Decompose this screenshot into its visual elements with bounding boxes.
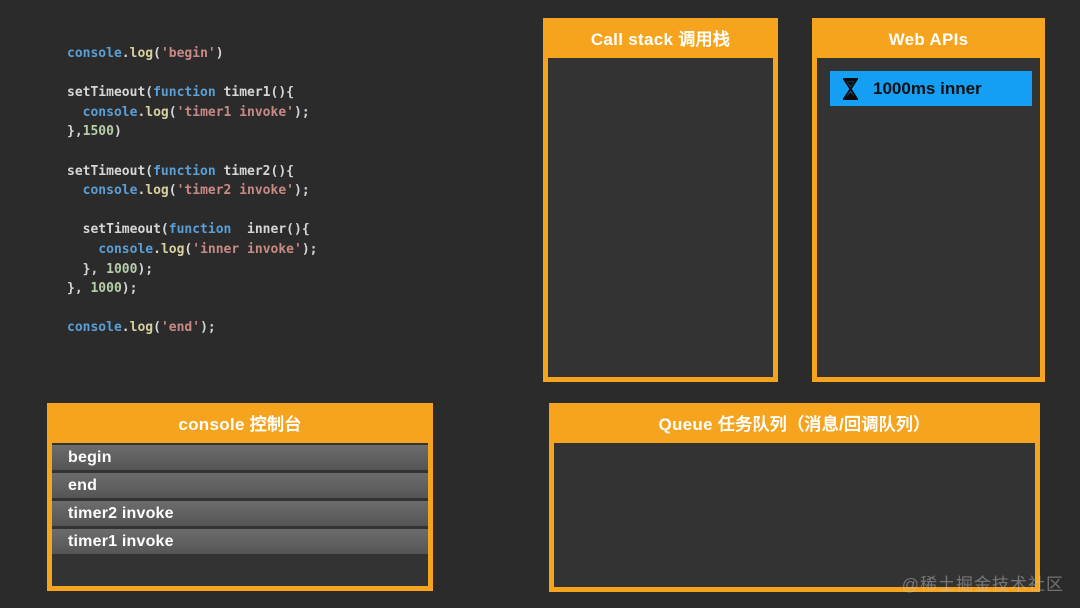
call-stack-title: Call stack 调用栈 xyxy=(548,23,773,58)
queue-title: Queue 任务队列（消息/回调队列） xyxy=(554,408,1035,443)
code-token: . xyxy=(153,241,161,257)
code-token: ); xyxy=(294,183,310,199)
code-line xyxy=(67,64,317,84)
code-token: console xyxy=(82,104,138,120)
code-token: 'timer1 invoke' xyxy=(176,104,294,120)
code-token: ) xyxy=(215,46,224,61)
console-log-row: timer1 invoke xyxy=(52,529,428,554)
code-token: ); xyxy=(121,281,138,297)
code-token xyxy=(67,242,98,257)
code-line: }, 1000); xyxy=(67,260,317,280)
code-line: },1500) xyxy=(67,122,317,142)
code-token: }, xyxy=(67,124,83,140)
code-token: function xyxy=(153,163,216,179)
console-rows: begin end timer2 invoke timer1 invoke xyxy=(52,443,428,554)
code-line: setTimeout(function timer2(){ xyxy=(67,162,317,182)
code-line: setTimeout(function inner(){ xyxy=(67,220,317,240)
code-token: 1000 xyxy=(106,261,138,277)
console-panel: console 控制台 begin end timer2 invoke timer1 … xyxy=(47,403,433,591)
console-title: console 控制台 xyxy=(52,408,428,443)
code-token: }, xyxy=(67,261,107,277)
code-line: console.log('begin') xyxy=(67,44,317,64)
code-token: log xyxy=(129,46,154,61)
code-token: log xyxy=(145,104,169,120)
code-token: 'begin' xyxy=(160,46,216,61)
code-token: ( xyxy=(184,241,193,257)
code-token: setTimeout( xyxy=(67,85,154,101)
code-line: console.log('timer2 invoke'); xyxy=(67,181,317,201)
web-apis-title: Web APIs xyxy=(817,23,1040,58)
code-token: ( xyxy=(168,183,177,199)
code-line: setTimeout(function timer1(){ xyxy=(67,83,317,103)
code-token: inner(){ xyxy=(231,222,310,238)
code-line: console.log('timer1 invoke'); xyxy=(67,103,317,123)
code-token xyxy=(67,183,83,198)
web-apis-body: 1000ms inner xyxy=(817,71,1040,106)
console-log-row: begin xyxy=(52,445,428,470)
queue-panel: Queue 任务队列（消息/回调队列） xyxy=(549,403,1040,592)
code-token: ( xyxy=(153,46,161,61)
code-token: setTimeout( xyxy=(67,163,154,179)
code-token: ); xyxy=(301,241,318,257)
code-token: setTimeout( xyxy=(67,222,169,238)
code-token: log xyxy=(160,241,185,257)
code-token: ); xyxy=(200,320,216,336)
code-token xyxy=(67,105,83,120)
code-line xyxy=(67,299,317,319)
code-token: ); xyxy=(294,104,310,120)
code-token: console xyxy=(98,241,154,257)
code-token: 'timer2 invoke' xyxy=(176,183,294,199)
code-line: }, 1000); xyxy=(67,279,317,299)
code-line: console.log('end'); xyxy=(67,318,317,338)
code-block: console.log('begin') setTimeout(function… xyxy=(67,44,317,338)
code-token: console xyxy=(67,46,122,61)
code-token: console xyxy=(82,183,138,199)
code-token: . xyxy=(137,104,146,120)
code-token: . xyxy=(137,183,146,199)
code-token: ) xyxy=(113,124,122,140)
watermark: @稀土掘金技术社区 xyxy=(901,575,1064,594)
code-token: 'end' xyxy=(160,320,201,336)
code-token: log xyxy=(129,320,154,336)
code-token: . xyxy=(121,320,130,336)
code-token: }, xyxy=(67,281,91,297)
code-token: 1000 xyxy=(90,281,122,297)
code-token: function xyxy=(168,222,232,238)
code-token: 'inner invoke' xyxy=(192,241,302,257)
code-token: log xyxy=(145,183,169,199)
code-token: ( xyxy=(153,320,161,336)
code-token: timer1(){ xyxy=(215,85,294,101)
code-token: 1500 xyxy=(82,124,114,140)
call-stack-panel: Call stack 调用栈 xyxy=(543,18,778,382)
web-apis-panel: Web APIs 1000ms inner xyxy=(812,18,1045,382)
code-token: . xyxy=(121,46,130,61)
code-token: console xyxy=(67,320,122,336)
code-token: function xyxy=(153,85,216,101)
code-token: ( xyxy=(168,104,177,120)
console-log-row: timer2 invoke xyxy=(52,501,428,526)
webapi-timer-label: 1000ms inner xyxy=(873,78,982,98)
code-token: timer2(){ xyxy=(215,163,294,179)
webapi-timer-item: 1000ms inner xyxy=(830,71,1032,106)
hourglass-icon xyxy=(843,77,858,100)
code-token: ); xyxy=(137,261,154,277)
console-log-row: end xyxy=(52,473,428,498)
code-line xyxy=(67,201,317,221)
code-line: console.log('inner invoke'); xyxy=(67,240,317,260)
code-line xyxy=(67,142,317,162)
